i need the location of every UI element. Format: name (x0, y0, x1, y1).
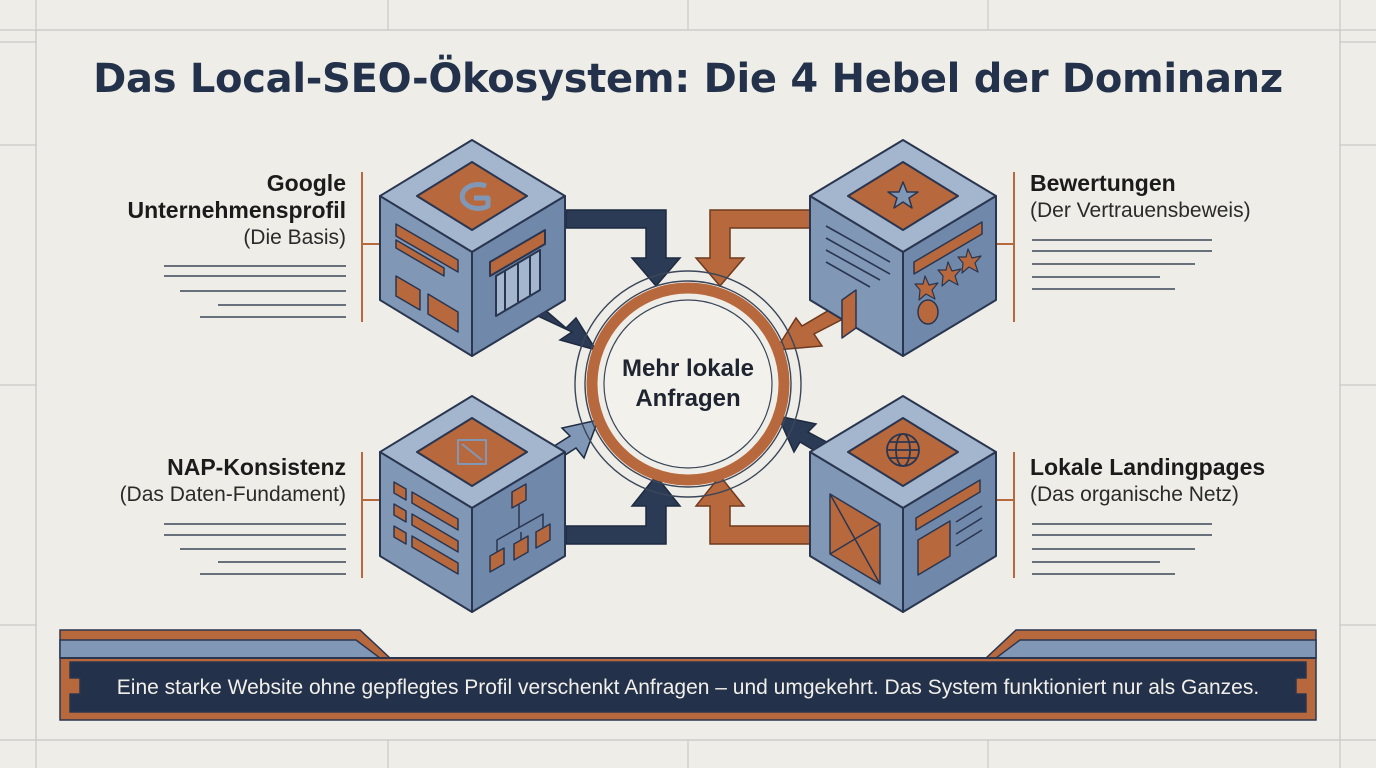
globe-icon (886, 433, 920, 467)
nap-subtitle: (Das Daten-Fundament) (119, 483, 346, 506)
label-landing: Lokale Landingpages (Das organische Netz… (1030, 454, 1330, 508)
google-g-icon (459, 182, 491, 211)
bottom-banner (59, 629, 1317, 721)
label-reviews: Bewertungen (Der Vertrauensbeweis) (1030, 170, 1330, 224)
label-gbp: Google Unternehmensprofil (Die Basis) (46, 170, 346, 251)
data-sitemap-icon (457, 439, 487, 465)
cube-landing (809, 395, 997, 613)
banner-text: Eine starke Website ohne gepflegtes Prof… (116, 676, 1260, 699)
page-title: Das Local-SEO-Ökosystem: Die 4 Hebel der… (93, 56, 1283, 102)
nap-name: NAP-Konsistenz (167, 454, 346, 480)
storefront-icon (489, 229, 546, 317)
gbp-name: Google Unternehmensprofil (46, 170, 346, 224)
label-nap: NAP-Konsistenz (Das Daten-Fundament) (46, 454, 346, 508)
star-icon (887, 181, 919, 209)
gbp-name-line2: Unternehmensprofil (127, 197, 346, 223)
landing-subtitle: (Das organische Netz) (1030, 483, 1239, 506)
reviews-name: Bewertungen (1030, 170, 1176, 196)
cube-gbp (379, 139, 566, 357)
cube-nap (379, 395, 566, 613)
hub-label: Mehr lokale Anfragen (588, 354, 788, 414)
landing-name: Lokale Landingpages (1030, 454, 1266, 480)
hub-line2: Anfragen (635, 385, 741, 412)
reviews-subtitle: (Der Vertrauensbeweis) (1030, 199, 1251, 222)
gbp-subtitle: (Die Basis) (243, 226, 346, 249)
label-decorations (164, 172, 1212, 578)
cube-reviews (809, 139, 997, 357)
hub-line1: Mehr lokale (621, 355, 755, 382)
gbp-name-line1: Google (266, 170, 346, 196)
hub (574, 270, 802, 498)
